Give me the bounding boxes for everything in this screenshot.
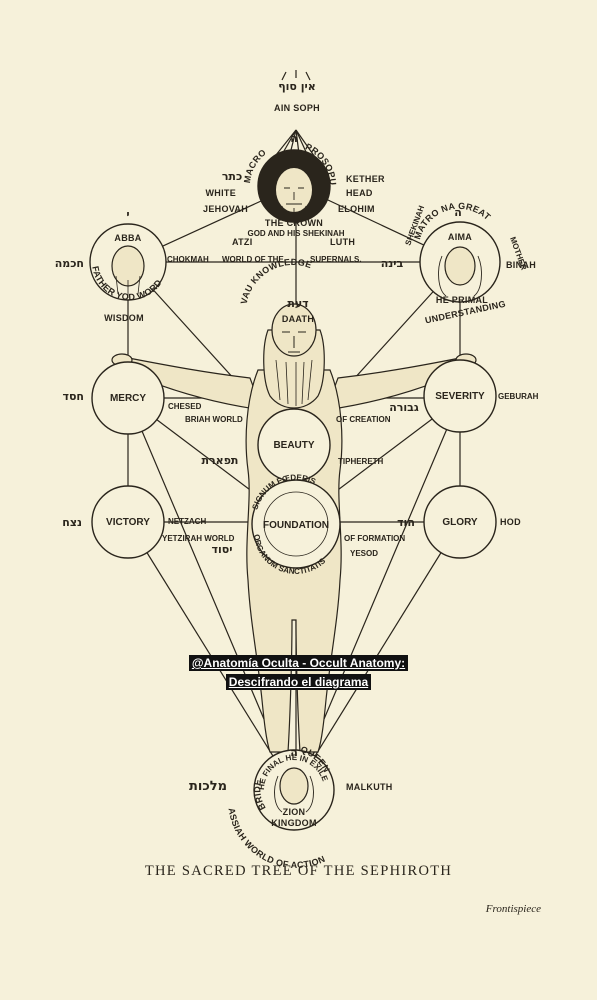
- ain-soph-label: AIN SOPH: [274, 103, 320, 113]
- of-formation: OF FORMATION: [344, 534, 405, 543]
- chesed-label: CHESED: [168, 402, 202, 411]
- sephira-chokmah: [89, 223, 167, 301]
- geburah-label: GEBURAH: [498, 392, 539, 401]
- daath-label: DAATH: [282, 314, 314, 324]
- briah-world: BRIAH WORLD: [185, 415, 243, 424]
- kether-elohim: ELOHIM: [338, 204, 375, 214]
- sephira-foundation: [251, 479, 341, 569]
- frontispiece-label: Frontispiece: [485, 903, 541, 915]
- beauty-hebrew: תפארת: [202, 454, 239, 467]
- mercy-label: MERCY: [110, 393, 146, 404]
- watermark-overlay: @Anatomía Oculta - Occult Anatomy: Desci…: [0, 654, 597, 692]
- chokmah-hebrew-name: חכמה: [55, 257, 84, 270]
- binah-side-label: BINAH: [506, 260, 536, 270]
- sephira-binah: [419, 221, 501, 303]
- hod-label: HOD: [500, 517, 521, 527]
- severity-label: SEVERITY: [435, 391, 485, 402]
- severity-hebrew: גבורה: [389, 401, 419, 414]
- malkuth-hebrew: מלכות: [189, 779, 227, 794]
- malkuth-zion: ZION: [283, 807, 306, 817]
- binah-hebrew-name: בינה: [381, 257, 404, 270]
- malkuth-hebrew-letter: ה: [290, 746, 298, 759]
- binah-hebrew-letter: ה: [454, 206, 462, 219]
- chokmah-abba: ABBA: [114, 233, 141, 243]
- overlay-line-1: @Anatomía Oculta - Occult Anatomy:: [188, 655, 409, 671]
- sephira-mercy: [91, 361, 165, 435]
- binah-primal: HE PRIMAL: [436, 295, 488, 305]
- yetzirah-world: YETZIRAH WORLD: [162, 534, 235, 543]
- binah-aima: AIMA: [448, 232, 472, 242]
- sephira-severity: [423, 359, 497, 433]
- kether-god-shekinah: GOD AND HIS SHEKINAH: [247, 229, 344, 238]
- kether-head: HEAD: [346, 188, 373, 198]
- overlay-line-2: Descifrando el diagrama: [225, 674, 372, 690]
- malkuth-label: MALKUTH: [346, 782, 393, 792]
- victory-hebrew: נצח: [62, 516, 82, 529]
- chokmah-wisdom: WISDOM: [104, 313, 144, 323]
- sephira-victory: [91, 485, 165, 559]
- of-creation: OF CREATION: [336, 415, 391, 424]
- netzach-label: NETZACH: [168, 517, 206, 526]
- plate-caption: THE SACRED TREE OF THE SEPHIROTH: [144, 863, 453, 879]
- yesod-hebrew: יסוד: [212, 543, 233, 556]
- kether-hebrew-name: כתר: [222, 170, 242, 183]
- supernals-label: SUPERNALS.: [310, 255, 362, 264]
- sephira-kether: [257, 149, 331, 224]
- luth-label: LUTH: [330, 237, 355, 247]
- kether-crown: THE CROWN: [265, 218, 323, 228]
- ain-soph-hebrew: אין סוף: [278, 80, 316, 93]
- kether-hebrew-letter: ה: [290, 132, 298, 145]
- yesod-label: YESOD: [350, 549, 378, 558]
- supernals-world-of-the: WORLD OF THE: [222, 255, 284, 264]
- glory-label: GLORY: [442, 517, 478, 528]
- foundation-label: FOUNDATION: [263, 520, 329, 531]
- atzi-label: ATZI: [232, 237, 253, 247]
- kether-jehovah: JEHOVAH: [203, 204, 248, 214]
- chokmah-bar-label: CHOKMAH: [167, 255, 209, 264]
- kether-white: WHITE: [206, 188, 237, 198]
- sephira-glory: [423, 485, 497, 559]
- chokmah-hebrew-letter: י: [126, 208, 129, 221]
- sephira-malkuth: [253, 749, 335, 831]
- mercy-hebrew: חסד: [62, 390, 84, 403]
- beauty-label: BEAUTY: [273, 440, 314, 451]
- tiphereth-label: TIPHERETH: [338, 457, 384, 466]
- malkuth-kingdom: KINGDOM: [271, 818, 317, 828]
- daath-hebrew: דעת: [287, 297, 308, 310]
- victory-label: VICTORY: [106, 517, 150, 528]
- kether-label: KETHER: [346, 174, 385, 184]
- glory-hebrew: הוד: [397, 516, 415, 529]
